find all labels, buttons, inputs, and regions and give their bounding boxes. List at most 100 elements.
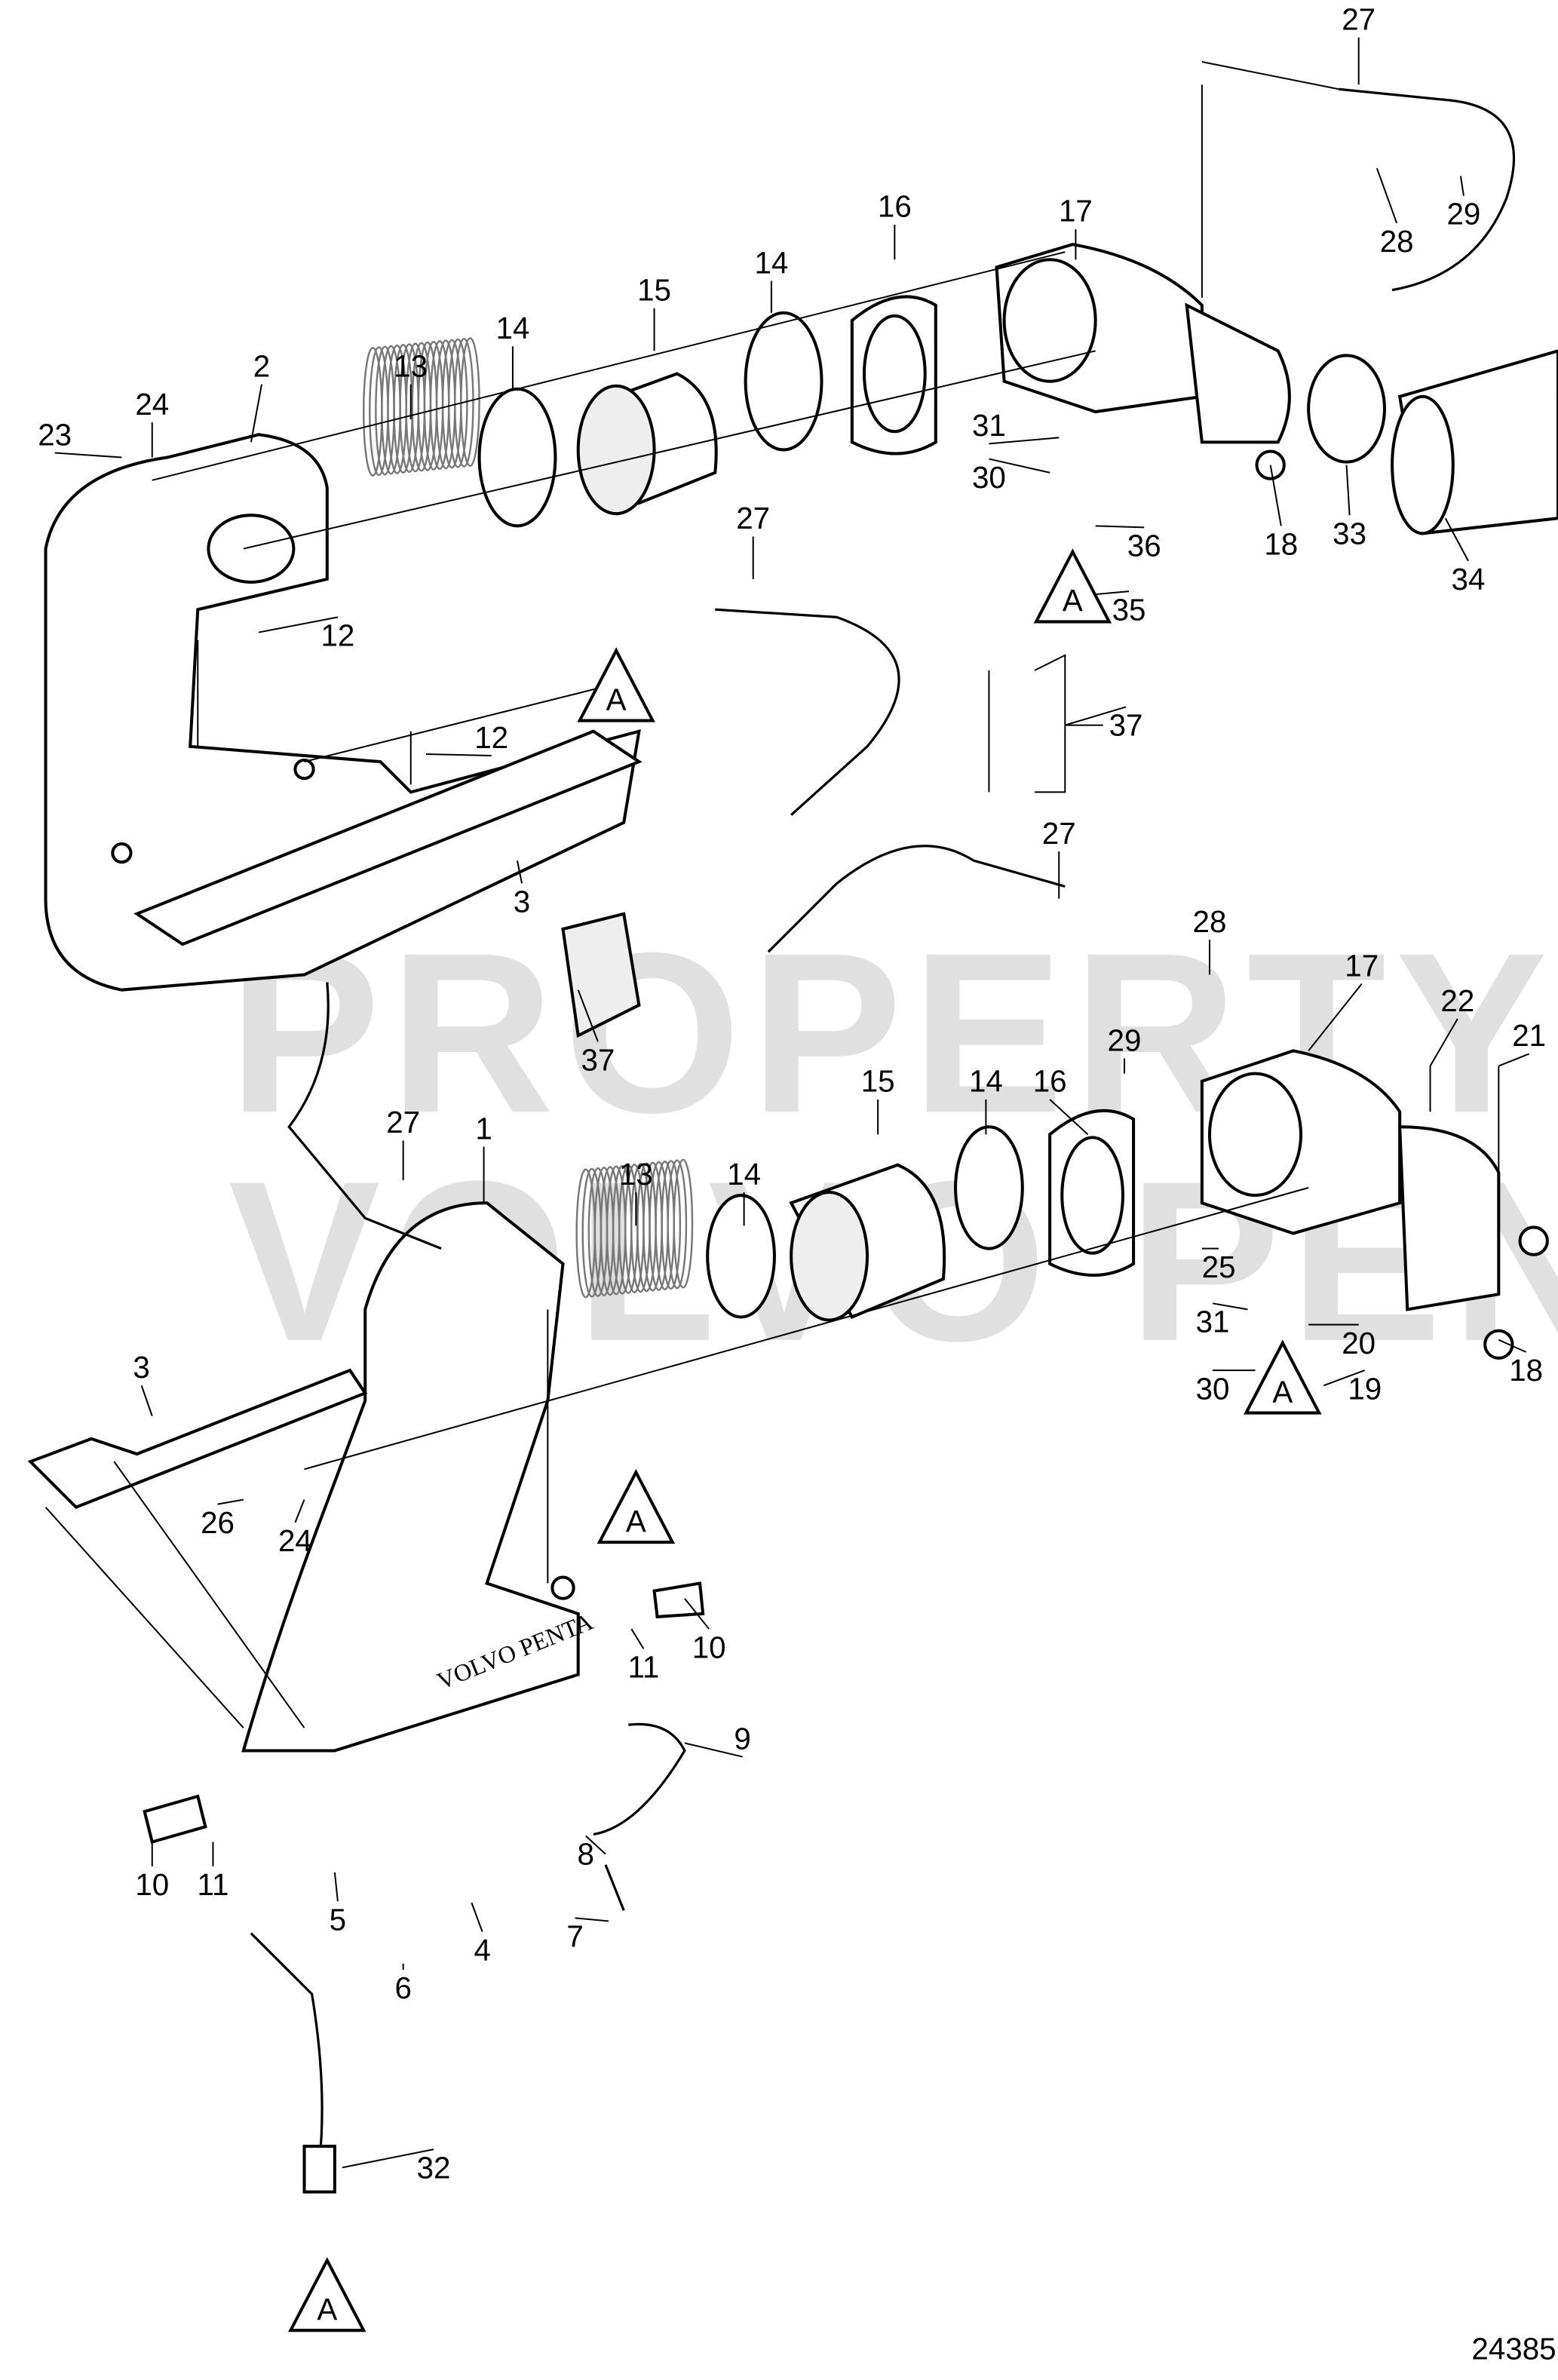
- leader-line: [1065, 706, 1127, 726]
- leader-line: [630, 1628, 645, 1649]
- coil-turn: [454, 337, 474, 468]
- callout-3: 3: [514, 885, 530, 919]
- triangle-marker: [1244, 1339, 1322, 1415]
- callout-28: 28: [1380, 224, 1414, 259]
- sensor-cables: [44, 60, 1516, 2194]
- reference-markers: A A A A A: [288, 548, 1322, 2332]
- lower-row-parts: [561, 912, 1549, 1360]
- leader-line: [1376, 167, 1398, 224]
- drawing-number: 24385: [1471, 2331, 1556, 2366]
- coil-13-upper: [362, 337, 480, 477]
- callout-11: 11: [198, 1867, 229, 1902]
- callout-1: 1: [475, 1111, 492, 1146]
- marker-label: A: [1063, 583, 1083, 618]
- callout-16: 16: [1033, 1064, 1067, 1099]
- callout-34: 34: [1452, 562, 1486, 597]
- callout-25: 25: [1202, 1250, 1236, 1284]
- marker-label: A: [317, 2292, 337, 2326]
- reference-marker-a: A: [288, 2257, 366, 2332]
- callout-23: 23: [38, 417, 72, 452]
- leader-line: [1498, 1053, 1530, 1067]
- callout-12: 12: [474, 720, 508, 755]
- marker-label: A: [1272, 1374, 1293, 1409]
- marker-label: A: [626, 1504, 646, 1538]
- callout-35: 35: [1112, 592, 1146, 627]
- leader-line: [1323, 1369, 1366, 1387]
- reference-marker-a: A: [577, 647, 655, 722]
- callout-5: 5: [330, 1902, 346, 1937]
- leader-line: [1459, 176, 1464, 196]
- coil-turn: [673, 1158, 694, 1289]
- leader-line: [585, 1835, 606, 1855]
- leader-line: [250, 384, 263, 443]
- callout-17: 17: [1059, 194, 1093, 228]
- leader-line: [1444, 517, 1469, 562]
- marker-label: A: [606, 682, 627, 716]
- callout-21: 21: [1512, 1018, 1546, 1053]
- callout-11: 11: [627, 1650, 659, 1685]
- callout-13: 13: [619, 1157, 653, 1192]
- leader-line: [294, 1499, 305, 1523]
- callout-3: 3: [133, 1350, 149, 1385]
- upper-row-parts: [362, 243, 1558, 535]
- callout-32: 32: [417, 2150, 451, 2185]
- callout-12: 12: [320, 618, 354, 653]
- callout-26: 26: [201, 1505, 235, 1540]
- callout-29: 29: [1108, 1023, 1142, 1057]
- callout-36: 36: [1127, 529, 1161, 563]
- reference-marker-a: A: [597, 1468, 676, 1544]
- callout-18: 18: [1509, 1353, 1543, 1388]
- coil-13-lower: [575, 1158, 694, 1299]
- callout-30: 30: [1196, 1371, 1230, 1406]
- coil-turn: [447, 338, 468, 468]
- callout-27: 27: [736, 501, 770, 535]
- callout-30: 30: [972, 460, 1006, 495]
- callout-27: 27: [1342, 2, 1376, 36]
- callout-37: 37: [581, 1042, 615, 1077]
- callout-10: 10: [692, 1630, 726, 1664]
- callout-14: 14: [727, 1157, 761, 1192]
- lower-exhaust-manifold: VOLVO PENTA: [27, 1201, 597, 1753]
- callout-22: 22: [1440, 983, 1474, 1018]
- leader-line: [471, 1902, 483, 1932]
- leader-line: [258, 616, 339, 633]
- callout-24: 24: [278, 1523, 312, 1558]
- leader-line: [1345, 465, 1351, 516]
- leader-line: [140, 1385, 153, 1416]
- coil-turn: [667, 1159, 688, 1290]
- leader-line: [1308, 983, 1363, 1052]
- callout-31: 31: [972, 408, 1006, 443]
- triangle-marker: [288, 2257, 366, 2332]
- leader-line: [575, 1917, 609, 1922]
- callout-9: 9: [734, 1721, 750, 1756]
- callout-27: 27: [1042, 816, 1076, 851]
- callout-2: 2: [253, 348, 270, 383]
- leader-line: [54, 452, 122, 459]
- callout-19: 19: [1348, 1371, 1382, 1406]
- leader-line: [1049, 1099, 1089, 1136]
- leader-line: [684, 1742, 743, 1758]
- leader-line: [989, 437, 1060, 445]
- leader-line: [1212, 1302, 1248, 1311]
- callout-31: 31: [1196, 1305, 1230, 1339]
- callout-27: 27: [386, 1105, 420, 1139]
- coil-turn: [661, 1160, 682, 1290]
- callout-10: 10: [135, 1867, 169, 1902]
- reference-marker-a: A: [1033, 548, 1112, 624]
- leader-line: [516, 860, 523, 884]
- callout-4: 4: [474, 1933, 490, 1967]
- triangle-marker: [1033, 548, 1112, 624]
- triangle-marker: [577, 647, 655, 722]
- leader-line: [342, 2148, 434, 2169]
- leader-line: [1095, 590, 1130, 596]
- callout-28: 28: [1193, 904, 1227, 939]
- leader-line: [1095, 525, 1145, 529]
- coil-turn: [460, 337, 480, 468]
- callout-7: 7: [566, 1919, 583, 1954]
- callout-6: 6: [394, 1971, 411, 2005]
- reference-marker-a: A: [1244, 1339, 1322, 1415]
- leader-line: [989, 458, 1050, 474]
